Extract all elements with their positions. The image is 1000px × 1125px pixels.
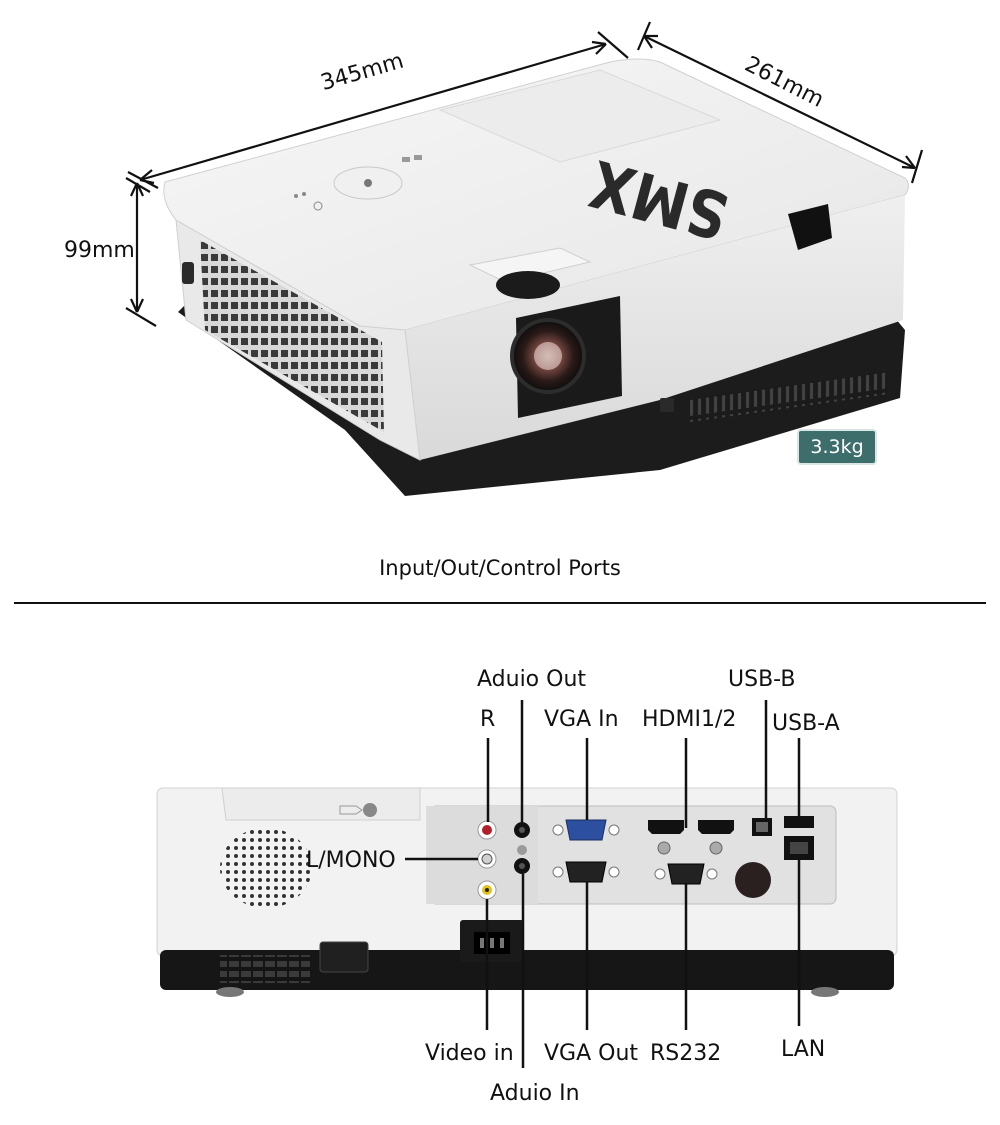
projector-rear-view — [156, 700, 898, 1068]
section-divider — [14, 602, 986, 604]
height-label: 99mm — [64, 238, 135, 263]
height-dimension-line — [125, 177, 157, 327]
projector-top-view: SMX — [125, 21, 924, 496]
rs232-port — [654, 863, 718, 885]
ir-sensor — [788, 204, 832, 250]
weight-badge: 3.3kg — [797, 429, 877, 465]
label-hdmi: HDMI1/2 — [642, 707, 737, 732]
label-r: R — [480, 707, 496, 732]
label-vga-in: VGA In — [544, 707, 619, 732]
label-audio-out: Aduio Out — [477, 667, 587, 692]
label-video-in: Video in — [425, 1041, 514, 1066]
side-vent — [200, 240, 384, 432]
vga-out-port — [552, 861, 620, 883]
hdmi1-port — [648, 820, 684, 834]
label-lan: LAN — [781, 1037, 826, 1062]
width-dimension-line — [127, 31, 629, 189]
label-audio-in: Aduio In — [490, 1081, 580, 1106]
label-usb-a: USB-A — [772, 711, 840, 736]
hdmi2-port — [698, 820, 734, 834]
vga-in-port — [552, 819, 620, 841]
speaker-grille — [220, 828, 312, 908]
label-usb-b: USB-B — [728, 667, 796, 692]
section-title: Input/Out/Control Ports — [379, 556, 621, 580]
label-l-mono: L/MONO — [306, 848, 396, 873]
base-vent-right — [690, 369, 890, 423]
rating-label — [438, 69, 722, 163]
label-rs232: RS232 — [650, 1041, 722, 1066]
depth-dimension-line — [636, 21, 924, 184]
usb-a-port — [784, 816, 814, 828]
label-vga-out: VGA Out — [544, 1041, 639, 1066]
